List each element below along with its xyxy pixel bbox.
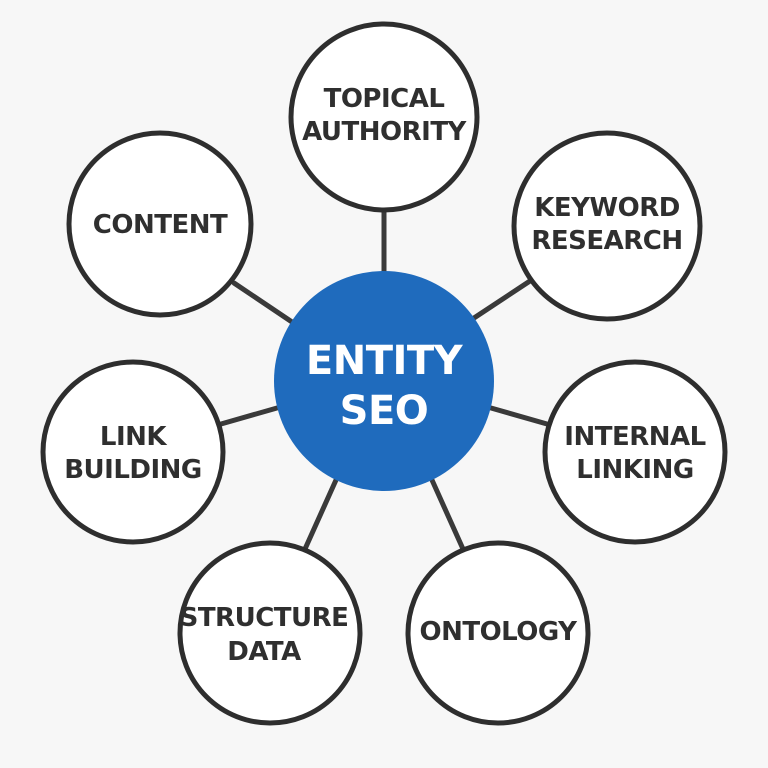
node-circle [177,540,363,726]
node-link-building: LINK BUILDING [40,359,226,545]
node-circle [511,130,703,322]
connector-content [231,280,295,325]
node-label-line1: TOPICAL [324,84,445,114]
node-label-line1: STRUCTURE [180,603,349,633]
node-label-line1: ONTOLOGY [419,617,578,647]
node-label-line2: RESEARCH [531,226,682,256]
connector-internal-linking [488,405,550,427]
node-label-line1: LINK [100,422,168,452]
node-label-line2: DATA [227,637,301,667]
connector-ontology [429,477,466,552]
node-keyword-research: KEYWORD RESEARCH [511,130,703,322]
node-topical-authority: TOPICAL AUTHORITY [288,21,480,213]
node-label-line2: AUTHORITY [302,117,467,147]
node-label-line2: LINKING [576,455,693,485]
node-label-line2: BUILDING [64,455,202,485]
node-content: CONTENT [66,130,254,318]
connector-structure-data [302,477,339,552]
node-circle [542,359,728,545]
node-label-line1: CONTENT [93,210,228,240]
node-internal-linking: INTERNAL LINKING [542,359,728,545]
connector-link-building [218,405,280,427]
node-label-line1: INTERNAL [564,422,705,452]
node-circle [288,21,480,213]
node-ontology: ONTOLOGY [405,540,591,726]
hub-label-line2: SEO [340,388,429,434]
node-circle [405,540,591,726]
connector-keyword-research [471,276,536,321]
node-structure-data: STRUCTURE DATA [177,540,363,726]
node-label-line1: KEYWORD [534,193,680,223]
hub-circle [274,271,494,491]
node-circle [66,130,254,318]
hub-entity-seo: ENTITY SEO [274,271,494,491]
hub-label-line1: ENTITY [306,338,464,384]
node-circle [40,359,226,545]
